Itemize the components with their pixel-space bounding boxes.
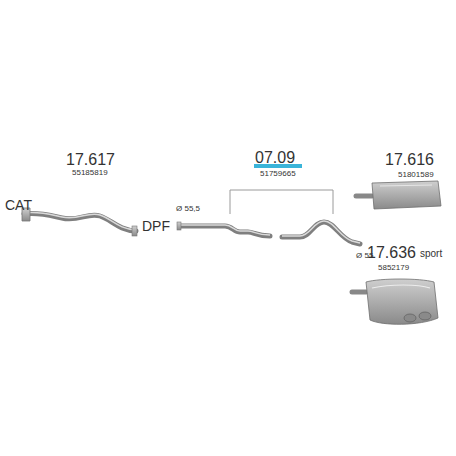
front-pipe (22, 208, 137, 236)
part-name: DPF (142, 219, 170, 233)
oem-number: 51801589 (398, 171, 434, 179)
part-number: 17.617 (66, 152, 115, 168)
variant-name: sport (420, 249, 442, 259)
part-number: 07.09 (255, 150, 295, 166)
part-name: CAT (5, 198, 32, 212)
oem-number: 51759665 (260, 170, 296, 178)
oem-number: 55185819 (72, 169, 108, 177)
oem-number: 5852179 (378, 264, 409, 272)
rear-pipe (282, 221, 360, 244)
bracket (230, 190, 333, 214)
rear-muffler (356, 181, 441, 209)
middle-pipe (177, 222, 270, 236)
dimension: Ø 55,5 (176, 205, 200, 213)
sport-muffler (352, 279, 438, 324)
part-number: 17.636 (367, 245, 416, 261)
part-number: 17.616 (385, 152, 434, 168)
